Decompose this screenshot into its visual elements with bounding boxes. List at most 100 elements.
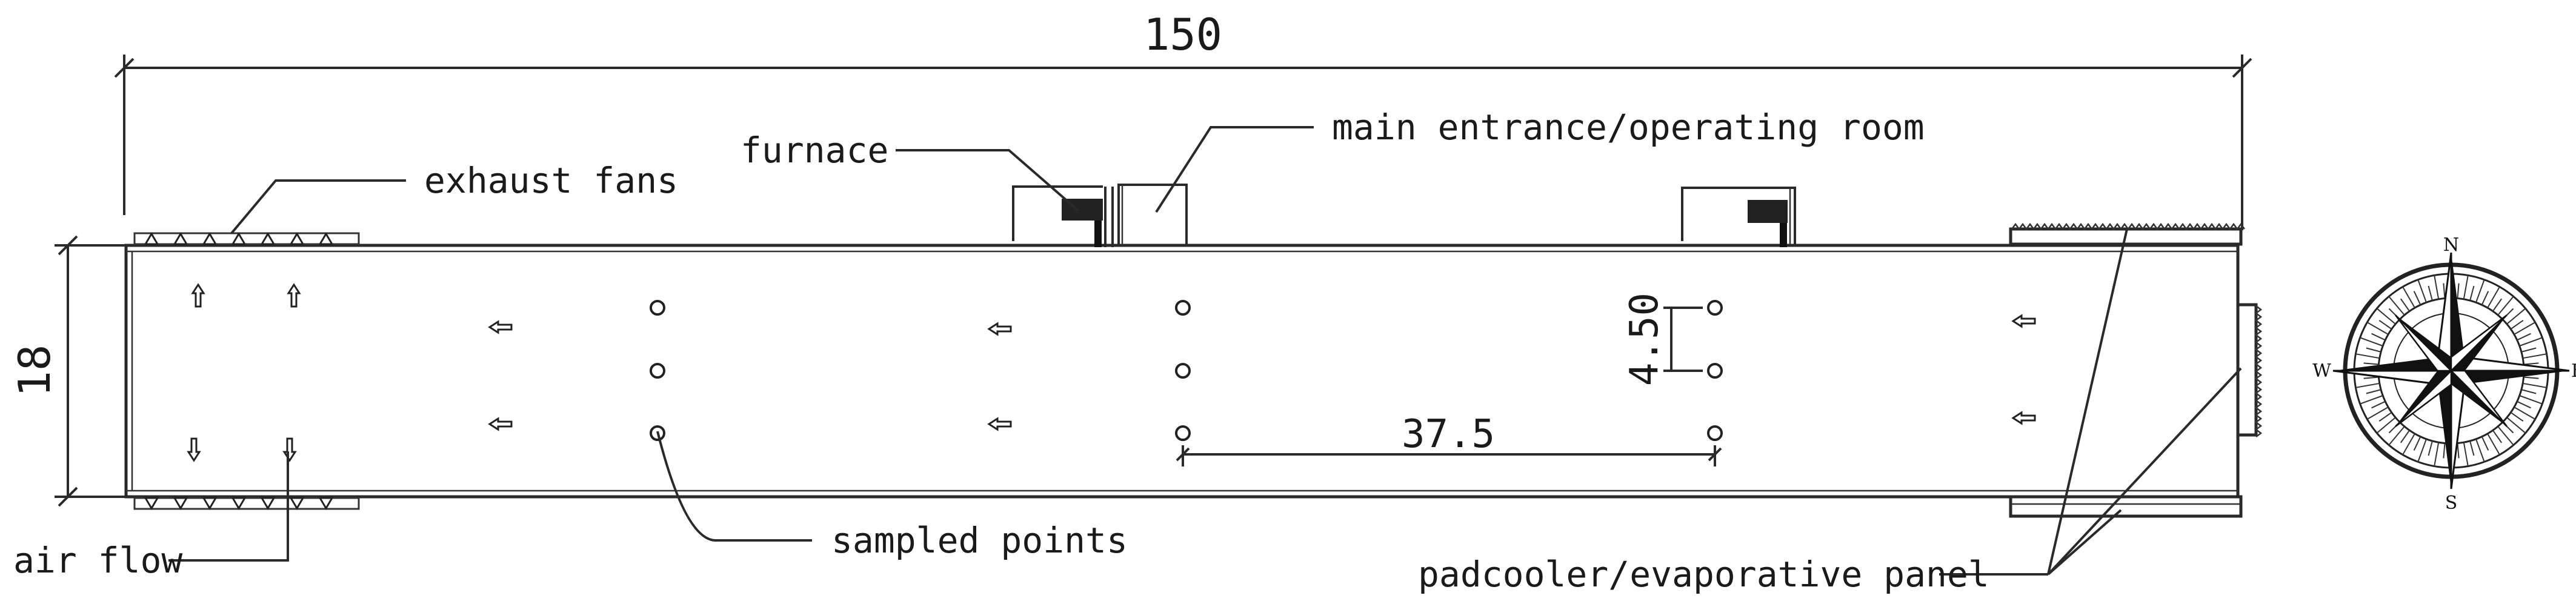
compass-tick bbox=[2514, 322, 2536, 335]
compass-tick bbox=[2523, 353, 2547, 359]
compass-east-label: E bbox=[2571, 360, 2576, 382]
exhaust-fan bbox=[289, 232, 305, 245]
exhaust-fan bbox=[202, 497, 218, 510]
air-flow-label: air flow bbox=[13, 540, 182, 581]
compass-tick bbox=[2469, 285, 2475, 301]
compass-tick bbox=[2376, 417, 2396, 434]
airflow-arrow-up bbox=[287, 283, 301, 308]
exhaust-fan bbox=[231, 232, 247, 245]
fan-strip-frame bbox=[133, 497, 360, 510]
compass-tick bbox=[2457, 283, 2460, 299]
length-dimension: 150 bbox=[114, 9, 2252, 230]
point-spacing-y-dimension: 4.50 bbox=[1622, 293, 1703, 386]
furnace-label: furnace bbox=[741, 130, 888, 171]
point-spacing-x-label: 37.5 bbox=[1402, 412, 1495, 457]
compass-tick bbox=[2417, 439, 2427, 462]
sampled-points-callout: sampled points bbox=[656, 431, 1128, 561]
compass-tick bbox=[2355, 353, 2380, 359]
sampled-point bbox=[1707, 300, 1723, 316]
airflow-arrow-left bbox=[2011, 314, 2036, 328]
compass-tick bbox=[2400, 298, 2411, 312]
sampled-point bbox=[1707, 363, 1723, 379]
compass-tick bbox=[2443, 443, 2446, 459]
compass-tick bbox=[2497, 426, 2514, 446]
sampled-point bbox=[650, 300, 665, 316]
compass-tick bbox=[2475, 279, 2485, 303]
sampled-point bbox=[1175, 363, 1191, 379]
exhaust-fan bbox=[260, 497, 276, 510]
compass-tick bbox=[2428, 440, 2433, 456]
compass-tick bbox=[2463, 275, 2469, 299]
airflow-arrow-left bbox=[2011, 411, 2036, 425]
compass-tick bbox=[2463, 442, 2469, 466]
compass-tick bbox=[2517, 400, 2531, 409]
furnace-structure-right bbox=[1681, 187, 1796, 247]
compass-tick bbox=[2388, 426, 2405, 446]
airflow-arrow-left bbox=[488, 417, 513, 431]
compass-tick bbox=[2417, 279, 2427, 303]
compass-tick bbox=[2378, 411, 2392, 422]
compass-tick bbox=[2363, 376, 2379, 379]
exhaust-fan bbox=[318, 497, 334, 510]
main-entrance-callout: main entrance/operating room bbox=[1155, 107, 1925, 213]
padcooler-label: padcooler/evaporative panel bbox=[1418, 554, 1989, 595]
exhaust-fan bbox=[318, 232, 334, 245]
point-spacing-x-dimension: 37.5 bbox=[1176, 412, 1722, 466]
compass-tick bbox=[2378, 319, 2392, 330]
airflow-arrow-up bbox=[191, 283, 205, 308]
compass-tick bbox=[2400, 430, 2411, 443]
airflow-arrow-left bbox=[488, 320, 513, 334]
fan-strip-frame bbox=[133, 232, 360, 245]
compass-tick bbox=[2413, 291, 2421, 305]
sampled-point bbox=[1707, 425, 1723, 441]
point-spacing-y-label: 4.50 bbox=[1622, 293, 1667, 386]
compass-tick bbox=[2514, 407, 2536, 420]
compass-tick bbox=[2521, 347, 2537, 353]
compass-tick bbox=[2521, 389, 2537, 394]
compass-tick bbox=[2366, 322, 2389, 335]
compass-tick bbox=[2360, 337, 2383, 347]
main-entrance-label: main entrance/operating room bbox=[1332, 107, 1925, 148]
compass-tick bbox=[2487, 433, 2500, 456]
compass-tick bbox=[2492, 298, 2503, 312]
compass-tick bbox=[2376, 308, 2396, 325]
exhaust-fans-bottom bbox=[133, 497, 360, 510]
compass-tick bbox=[2366, 389, 2381, 394]
compass-tick bbox=[2492, 430, 2503, 443]
compass-tick bbox=[2360, 395, 2383, 405]
compass-tick bbox=[2523, 362, 2539, 365]
compass-tick bbox=[2481, 436, 2489, 451]
compass-tick bbox=[2506, 308, 2526, 325]
furnace-callout: furnace bbox=[741, 130, 1080, 212]
compass-tick bbox=[2523, 376, 2539, 379]
compass-south-label: S bbox=[2445, 493, 2458, 514]
compass-tick bbox=[2355, 382, 2380, 388]
sampled-points-label: sampled points bbox=[831, 520, 1128, 561]
compass-tick bbox=[2457, 443, 2460, 459]
compass-tick bbox=[2519, 395, 2543, 405]
compass-tick bbox=[2506, 417, 2526, 434]
compass-tick bbox=[2487, 286, 2500, 308]
exhaust-fan bbox=[173, 497, 188, 510]
airflow-arrow-left bbox=[987, 322, 1012, 336]
exhaust-fan bbox=[260, 232, 276, 245]
exhaust-fans-label: exhaust fans bbox=[424, 160, 678, 201]
exhaust-fan bbox=[202, 232, 218, 245]
compass-tick bbox=[2413, 436, 2421, 451]
exhaust-fan bbox=[144, 497, 159, 510]
airflow-arrow-left bbox=[987, 417, 1012, 431]
exhaust-fan bbox=[231, 497, 247, 510]
width-dimension-label: 18 bbox=[9, 345, 60, 397]
exhaust-fans-top bbox=[133, 232, 360, 245]
air-flow-callout: air flow bbox=[13, 451, 289, 581]
compass-tick bbox=[2434, 275, 2440, 299]
compass-tick bbox=[2388, 296, 2405, 316]
width-dimension: 18 bbox=[9, 235, 130, 507]
compass-tick bbox=[2481, 291, 2489, 305]
padcooler-callout: padcooler/evaporative panel bbox=[1418, 228, 2242, 595]
compass-tick bbox=[2366, 347, 2381, 353]
exhaust-fan bbox=[289, 497, 305, 510]
compass-tick bbox=[2402, 433, 2415, 456]
compass-tick bbox=[2402, 286, 2415, 308]
